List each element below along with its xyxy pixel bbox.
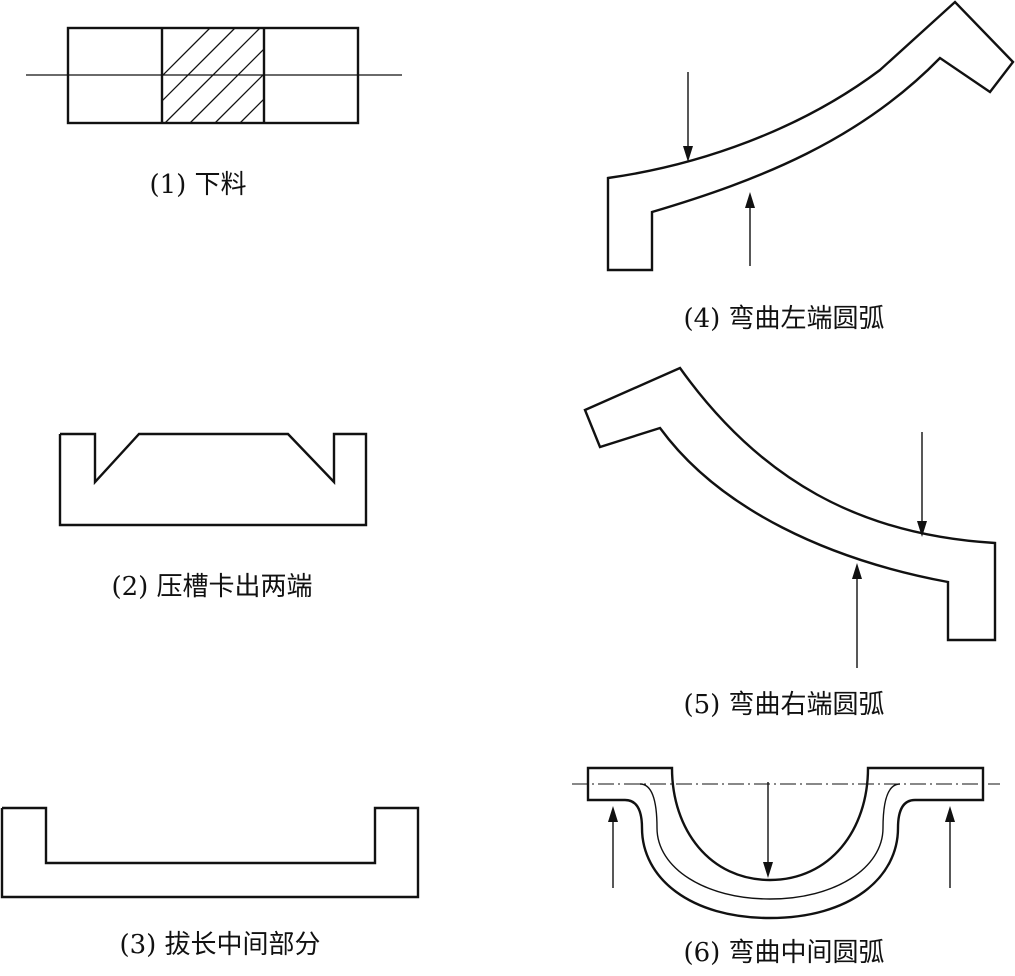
step6-bent-shape — [572, 766, 1000, 920]
step1-label: (1) 下料 — [149, 170, 247, 200]
step3-label: (3) 拔长中间部分 — [119, 930, 321, 960]
step5-label: (5) 弯曲右端圆弧 — [683, 690, 885, 720]
step4-label: (4) 弯曲左端圆弧 — [683, 304, 885, 334]
step6-label: (6) 弯曲中间圆弧 — [683, 938, 885, 968]
step2-grooved-shape — [58, 432, 368, 527]
step1-blank-shape — [26, 26, 402, 125]
step2-label: (2) 压槽卡出两端 — [111, 572, 313, 602]
step1-blank-outline — [66, 26, 360, 125]
step5-bent-shape — [583, 366, 997, 668]
step1-hatch — [162, 28, 264, 123]
step3-drawn-shape — [0, 806, 420, 899]
step4-bent-shape — [606, 0, 1015, 272]
